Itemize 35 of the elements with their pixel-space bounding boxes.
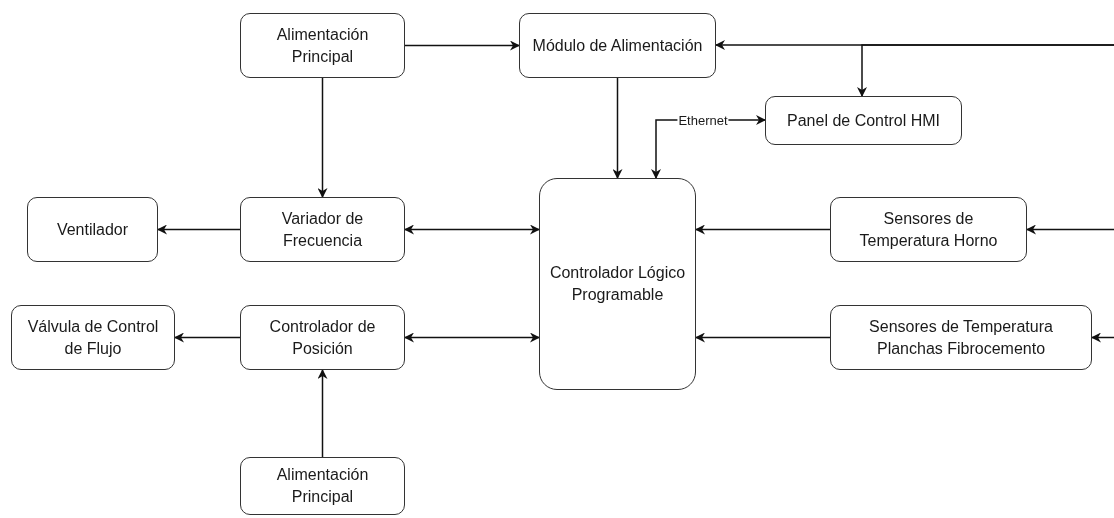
node-label: Controlador de Posición: [268, 316, 377, 359]
arrow: [317, 369, 328, 458]
process-box: [27, 197, 158, 262]
process-box: [11, 305, 175, 370]
arrow: [157, 224, 241, 235]
node-label: Sensores de Temperatura Planchas Fibrocemento: [868, 316, 1054, 359]
node-label: Alimentación Principal: [275, 465, 370, 507]
arrow: [404, 224, 540, 235]
process-box: [240, 13, 405, 78]
process-box: [830, 305, 1092, 370]
arrow: [404, 40, 520, 51]
node-label: Sensores de Temperatura Horno: [858, 208, 999, 251]
arrow: [695, 332, 831, 343]
process-box: [830, 197, 1027, 262]
arrow: [857, 44, 1114, 97]
node-label: Controlador Lógico Programable: [548, 263, 687, 305]
arrow: [612, 77, 623, 179]
controller-box: [539, 178, 696, 390]
arrow: [174, 332, 241, 343]
node-label: Panel de Control HMI: [787, 110, 940, 131]
node-label: Alimentación Principal: [275, 24, 370, 67]
process-box: [765, 96, 962, 145]
arrow: [695, 224, 831, 235]
node-label: Ventilador: [56, 219, 129, 240]
process-box: [519, 13, 716, 78]
process-box: [240, 457, 405, 515]
arrow: [317, 77, 328, 198]
node-label: Módulo de Alimentación: [532, 35, 703, 56]
process-box: [240, 197, 405, 262]
arrow: [404, 332, 540, 343]
arrow: [1091, 332, 1114, 343]
arrow: [1026, 224, 1114, 235]
node-label: Variador de Frecuencia: [280, 208, 365, 251]
process-box: [240, 305, 405, 370]
node-label: Válvula de Control de Flujo: [26, 316, 160, 359]
